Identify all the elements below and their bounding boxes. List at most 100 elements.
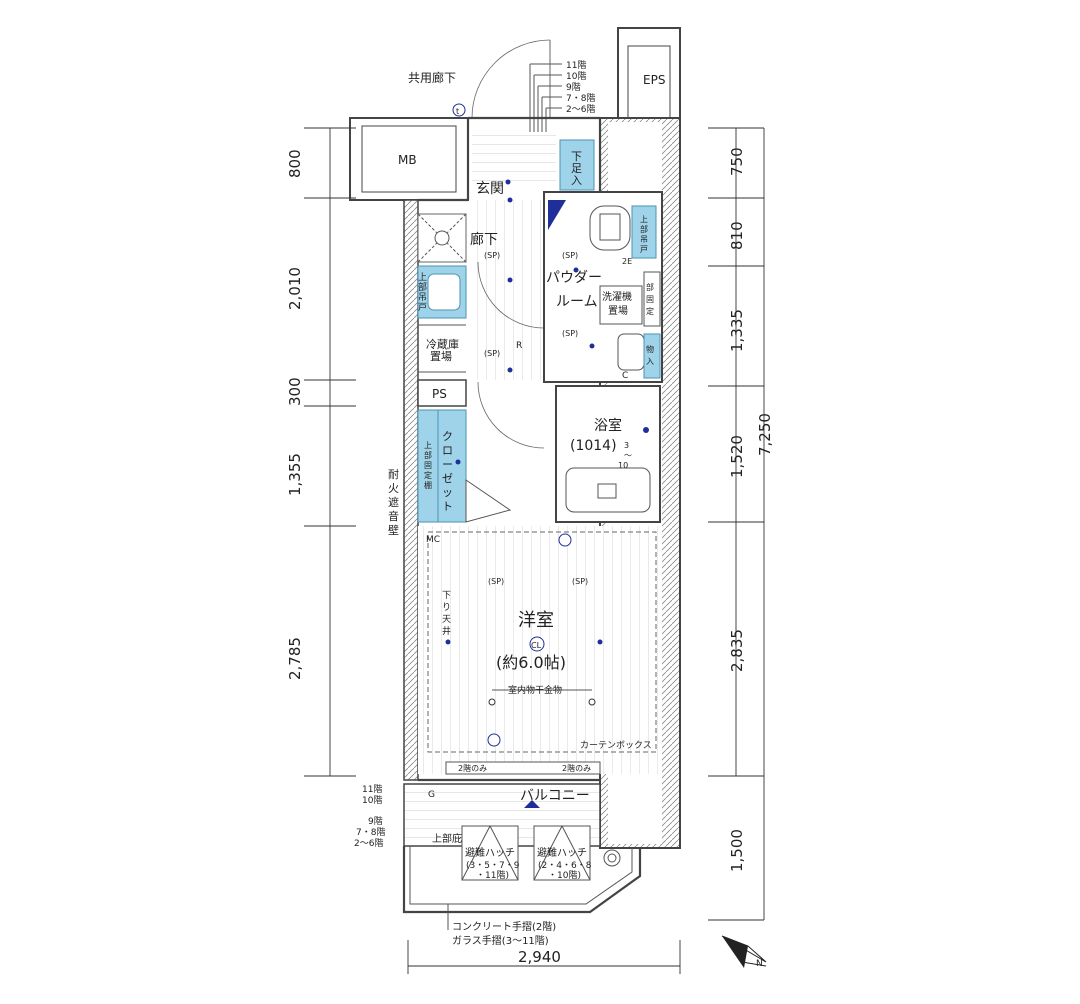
railing-label-1: コンクリート手摺(2階) xyxy=(452,920,556,933)
entrance-area: 玄関 下 足 入 xyxy=(472,132,595,197)
dim-left-2: 2,010 xyxy=(286,267,304,310)
closet-area: ク ロ ー ゼ ッ ト 上 部 固 定 棚 xyxy=(417,409,512,523)
balcony-label: バルコニー xyxy=(520,788,590,804)
powder-room-label-2: ルーム xyxy=(556,294,598,310)
dim-total-height: 7,250 xyxy=(756,413,774,456)
svg-text:固: 固 xyxy=(646,295,654,304)
north-label: N xyxy=(756,959,763,969)
svg-text:(SP): (SP) xyxy=(484,349,500,358)
svg-text:上: 上 xyxy=(640,215,648,224)
fridge-label-1: 冷蔵庫 xyxy=(426,337,459,351)
dim-total-width: 2,940 xyxy=(518,948,561,966)
svg-text:吊: 吊 xyxy=(640,235,648,244)
svg-text:避難ハッチ: 避難ハッチ xyxy=(537,846,587,859)
dim-left-4: 1,355 xyxy=(286,453,304,496)
svg-text:ト: ト xyxy=(442,500,453,513)
floor2-only-right: 2階のみ xyxy=(562,763,591,773)
svg-text:避難ハッチ: 避難ハッチ xyxy=(465,846,515,859)
western-room-label: 洋室 xyxy=(518,610,554,631)
ps-shaft: PS xyxy=(417,379,467,407)
svg-text:C: C xyxy=(622,371,628,381)
svg-text:7・8階: 7・8階 xyxy=(356,827,385,838)
svg-text:MC: MC xyxy=(426,535,440,545)
svg-text:部: 部 xyxy=(424,450,432,460)
upper-cabinet-kitchen-label: 上 xyxy=(418,272,427,283)
svg-text:(SP): (SP) xyxy=(484,251,500,260)
dim-left-5: 2,785 xyxy=(286,637,304,680)
svg-text:(SP): (SP) xyxy=(562,329,578,338)
svg-text:部: 部 xyxy=(418,281,427,293)
svg-text:(SP): (SP) xyxy=(562,251,578,260)
entrance-label: 玄関 xyxy=(476,180,504,197)
eps-label: EPS xyxy=(643,73,665,87)
svg-text:物: 物 xyxy=(646,344,654,354)
dimension-bottom: 2,940 xyxy=(407,940,681,974)
svg-text:音: 音 xyxy=(388,509,399,523)
svg-text:2〜6階: 2〜6階 xyxy=(354,838,383,849)
svg-text:入: 入 xyxy=(646,357,654,366)
svg-text:火: 火 xyxy=(388,482,399,495)
bath-label-1: 浴室 xyxy=(594,417,622,434)
outer-walls xyxy=(403,116,602,782)
mb-label: MB xyxy=(398,153,417,167)
svg-text:(SP): (SP) xyxy=(488,577,504,586)
svg-text:壁: 壁 xyxy=(388,523,399,537)
svg-text:固: 固 xyxy=(424,461,432,470)
svg-text:吊: 吊 xyxy=(418,292,427,303)
dimension-left: 800 2,010 300 1,355 2,785 xyxy=(286,127,356,777)
svg-text:〜: 〜 xyxy=(624,451,632,460)
svg-text:部: 部 xyxy=(640,224,648,234)
laundry-label-1: 洗濯機 xyxy=(602,290,632,303)
svg-text:R: R xyxy=(516,341,522,351)
svg-text:(3・5・7・9: (3・5・7・9 xyxy=(466,861,520,871)
dim-right-2: 810 xyxy=(728,221,746,250)
dim-right-3: 1,335 xyxy=(728,309,746,352)
svg-text:10: 10 xyxy=(618,461,628,470)
railing-label-2: ガラス手摺(3〜11階) xyxy=(452,934,549,947)
escape-hatch-left: 避難ハッチ (3・5・7・9 ・11階) xyxy=(461,825,520,881)
svg-text:戸: 戸 xyxy=(418,302,427,313)
svg-text:定: 定 xyxy=(646,306,654,316)
svg-text:・10階): ・10階) xyxy=(548,870,581,881)
sensor-t-label: t xyxy=(456,107,459,116)
svg-text:・11階): ・11階) xyxy=(476,870,509,881)
western-room-size: (約6.0帖) xyxy=(496,653,566,672)
svg-text:ロ: ロ xyxy=(442,444,453,457)
north-arrow-icon: N xyxy=(721,935,767,969)
svg-text:ク: ク xyxy=(442,430,453,443)
dim-right-1: 750 xyxy=(728,147,746,176)
floor2-only-left: 2階のみ xyxy=(458,763,487,773)
svg-text:(2・4・6・8: (2・4・6・8 xyxy=(538,861,592,871)
dimension-right: 750 810 1,335 1,520 2,835 7,250 1,500 xyxy=(708,127,774,921)
svg-text:3: 3 xyxy=(624,441,629,450)
svg-text:部: 部 xyxy=(646,282,654,292)
window-strip: 2階のみ 2階のみ xyxy=(445,761,601,775)
bathroom-area: 浴室 (1014) 3 〜 10 階 のみ xyxy=(555,385,661,523)
legend-top-4: 7・8階 xyxy=(566,93,595,104)
svg-text:足: 足 xyxy=(571,162,582,175)
svg-text:(SP): (SP) xyxy=(572,577,588,586)
legend-top-1: 11階 xyxy=(566,60,586,71)
entry-door-swing xyxy=(471,39,551,119)
balcony-railing: コンクリート手摺(2階) ガラス手摺(3〜11階) xyxy=(402,846,642,947)
svg-text:棚: 棚 xyxy=(424,480,432,490)
svg-text:下: 下 xyxy=(442,591,451,601)
floor-legend-bottom: 11階 10階 9階 7・8階 2〜6階 xyxy=(354,784,385,849)
svg-text:CL: CL xyxy=(531,641,542,650)
svg-text:戸: 戸 xyxy=(640,245,648,254)
eps-block: EPS xyxy=(617,27,681,119)
legend-top-3: 9階 xyxy=(566,82,581,93)
curtain-box-label: カーテンボックス xyxy=(580,740,652,751)
svg-text:入: 入 xyxy=(571,174,582,187)
dim-left-3: 300 xyxy=(286,377,304,406)
svg-text:井: 井 xyxy=(442,625,451,637)
svg-text:遮: 遮 xyxy=(388,495,399,509)
svg-text:り: り xyxy=(442,602,451,613)
legend-top-2: 10階 xyxy=(566,71,586,82)
kitchen-area: 上 部 吊 戸 冷蔵庫 置場 xyxy=(417,213,467,373)
mb-block: MB xyxy=(349,117,469,201)
western-room-area: MC 下 り 天 井 洋室 CL (約6.0帖) 室内物干金物 カーテンボックス… xyxy=(418,526,660,774)
svg-text:ー: ー xyxy=(442,458,453,471)
hallway-label: 廊下 xyxy=(470,231,498,248)
